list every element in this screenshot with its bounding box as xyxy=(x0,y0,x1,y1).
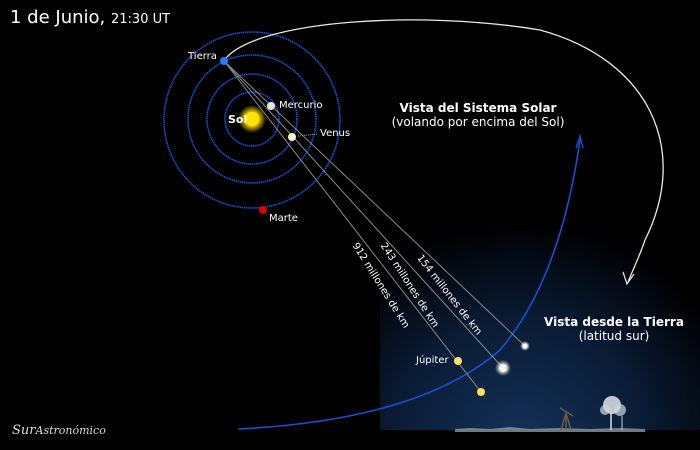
earth-label: Tierra xyxy=(188,51,217,62)
sight-lines xyxy=(223,60,526,393)
jupiter-sky-dot xyxy=(477,388,485,396)
jupiter-orbit xyxy=(237,139,581,430)
solar-system-view-heading: Vista del Sistema Solar (volando por enc… xyxy=(378,101,578,129)
logo-part1: Sur xyxy=(12,423,36,438)
view-transition-arrow xyxy=(225,19,664,283)
sun-label: Sol xyxy=(228,113,248,126)
earth-icon xyxy=(220,57,228,65)
earth-view-subtitle: (latitud sur) xyxy=(578,329,650,343)
earth-view-heading: Vista desde la Tierra (latitud sur) xyxy=(541,315,687,343)
mars-orbit xyxy=(163,31,341,209)
ground xyxy=(455,427,645,432)
telescope-icon xyxy=(559,407,574,431)
solar-system-view-title: Vista del Sistema Solar xyxy=(399,101,557,115)
orbits xyxy=(163,31,341,209)
venus-label: Venus xyxy=(320,128,351,139)
solar-system-view-subtitle: (volando por encima del Sol) xyxy=(391,115,565,129)
date-label: 1 de Junio, xyxy=(10,7,106,28)
jupiter-orbit-arrow-icon xyxy=(575,133,584,149)
mercury-icon xyxy=(267,102,275,110)
date-time-header: 1 de Junio, 21:30 UT xyxy=(10,7,170,28)
venus-sky-dot xyxy=(522,343,528,349)
mars-label: Marte xyxy=(269,213,298,224)
sun-icon xyxy=(245,112,259,126)
mercury-label: Mercurio xyxy=(279,100,323,111)
jupiter-label: Júpiter xyxy=(416,355,449,366)
jupiter-icon xyxy=(454,357,462,365)
venus-icon xyxy=(288,133,296,141)
earth-orbit xyxy=(187,54,317,184)
arrow-head-icon xyxy=(622,271,635,286)
time-label: 21:30 UT xyxy=(111,12,171,27)
venus-orbit xyxy=(206,73,298,165)
mercury-sky-dot xyxy=(499,364,507,372)
mars-icon xyxy=(259,206,267,214)
tree-icon xyxy=(600,396,626,430)
logo: SurAstronómico xyxy=(12,423,106,438)
earth-view-title: Vista desde la Tierra xyxy=(544,315,684,329)
logo-part2: Astronómico xyxy=(35,424,106,437)
